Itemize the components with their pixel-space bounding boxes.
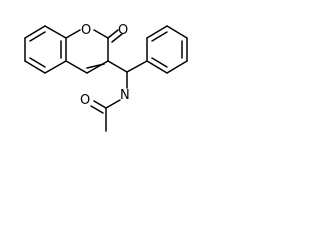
bond [86,60,109,74]
carbonyl-bond [107,29,119,39]
double-bond-inner [86,63,105,69]
pyranone-ring [65,29,123,74]
carbonyl-bond [90,105,104,114]
ring-oxygen-label: O [81,23,91,38]
bond [126,60,148,73]
phenyl-ring [146,25,188,74]
double-bond-inner [151,31,168,42]
bond [65,60,88,74]
carbonyl-bond [111,33,123,43]
structure-diagram: O O N O [24,23,188,132]
bond [146,25,168,39]
double-bond-inner [29,57,46,68]
double-bond-inner [151,57,168,68]
double-bond-inner [29,31,46,42]
acetamide-group [90,99,121,132]
benzo-ring [24,25,67,74]
amide-nitrogen-label: N [120,88,130,103]
carbonyl-oxygen-label: O [118,23,128,38]
bond [65,29,81,39]
bond [166,60,188,74]
bond [105,99,121,109]
amide-oxygen-label: O [80,93,90,108]
bond [146,60,168,74]
bond [44,60,67,74]
bond [107,60,128,73]
bond [24,60,46,74]
methine-linkage [107,60,148,89]
bond [93,29,109,39]
bond [166,25,188,39]
carbonyl-bond [93,100,107,109]
bond [24,25,46,39]
bond [44,25,67,39]
